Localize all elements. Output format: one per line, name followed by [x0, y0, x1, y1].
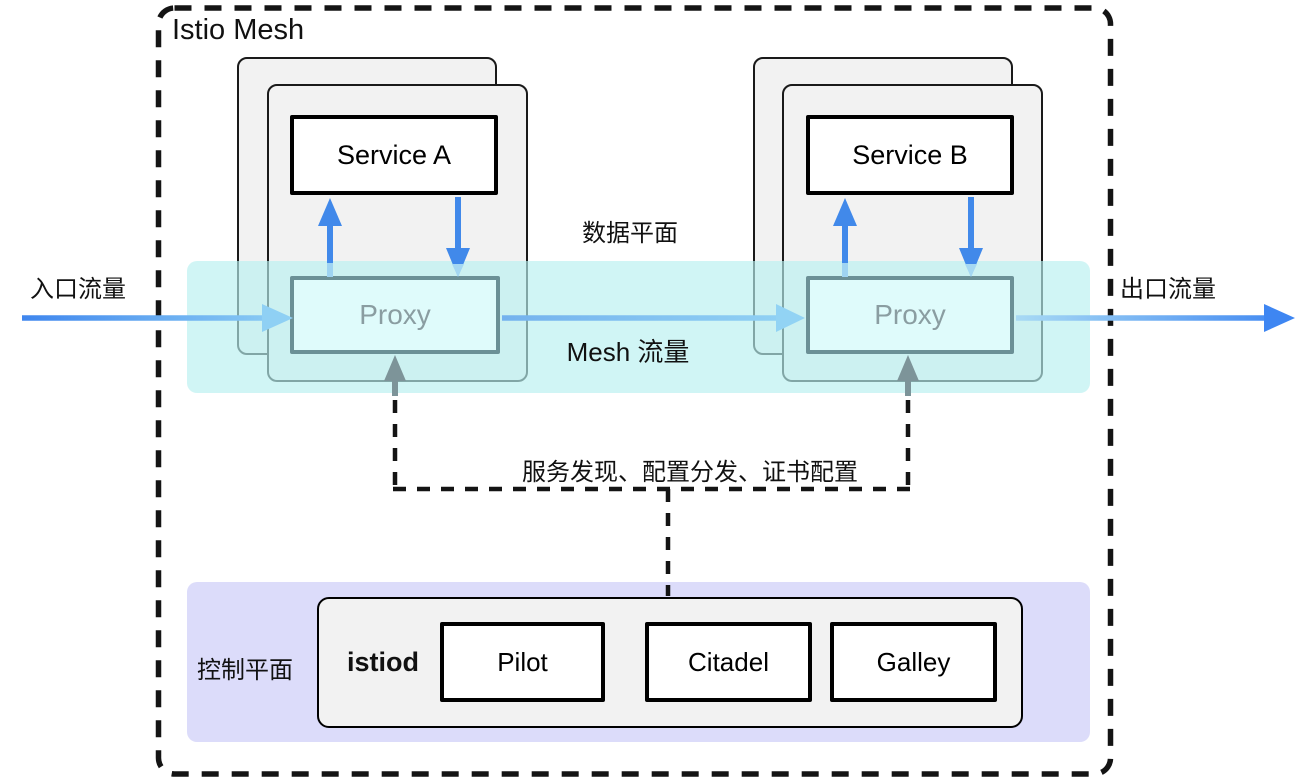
mesh-traffic-label: Mesh 流量 [566, 337, 690, 367]
galley-box: Galley [830, 622, 997, 702]
pilot-box: Pilot [440, 622, 605, 702]
connector-label: 服务发现、配置分发、证书配置 [522, 459, 858, 486]
service-a-label: Service A [336, 139, 452, 170]
diagram-title: Istio Mesh [172, 14, 305, 46]
pilot-label: Pilot [497, 646, 548, 677]
proxy-a-label: Proxy [359, 299, 431, 330]
proxy-b-box: Proxy [806, 276, 1014, 354]
proxy-b-label: Proxy [874, 299, 946, 330]
control-plane-connector-dashes [392, 400, 911, 596]
service-b-box: Service B [806, 115, 1014, 195]
citadel-label: Citadel [688, 646, 769, 677]
galley-label: Galley [876, 646, 951, 677]
proxy-a-box: Proxy [290, 276, 500, 354]
service-b-label: Service B [852, 139, 968, 170]
citadel-box: Citadel [645, 622, 812, 702]
ingress-traffic-label: 入口流量 [30, 276, 126, 303]
istiod-label: istiod [347, 647, 419, 677]
data-plane-label: 数据平面 [582, 220, 678, 247]
service-a-box: Service A [290, 115, 498, 195]
control-plane-label: 控制平面 [197, 657, 293, 684]
egress-traffic-label: 出口流量 [1120, 276, 1216, 303]
